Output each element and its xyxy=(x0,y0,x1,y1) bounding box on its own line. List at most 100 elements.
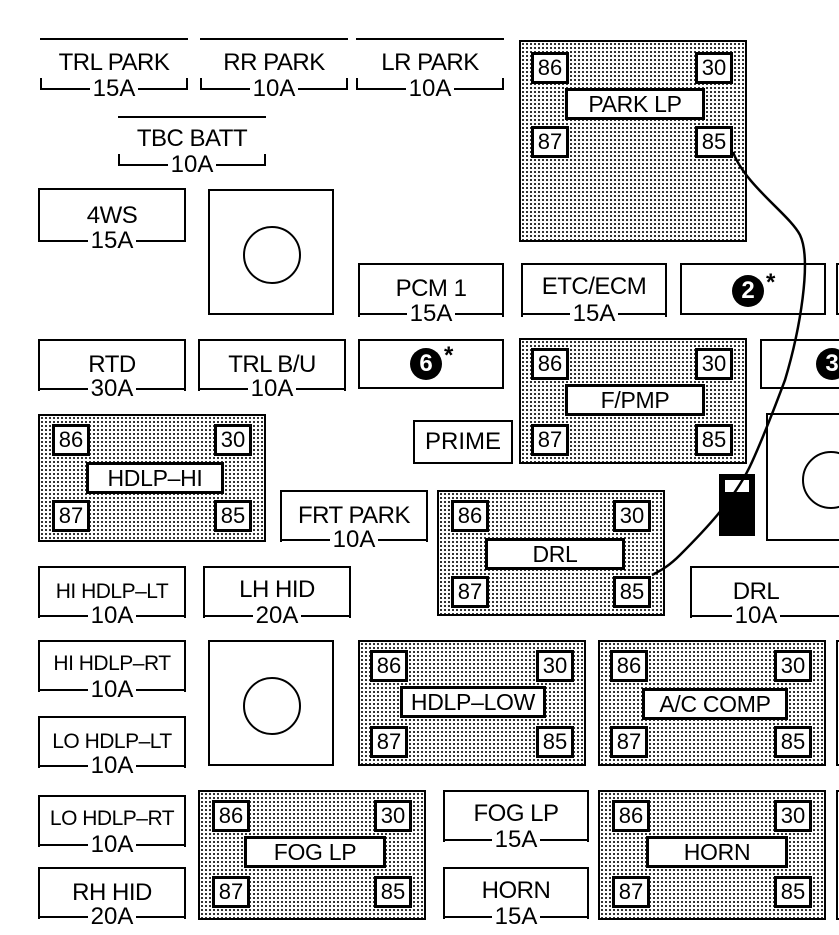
callout-3-badge: 3 xyxy=(816,348,839,380)
relay-label: PARK LP xyxy=(565,88,705,120)
relay-pin-87: 87 xyxy=(610,726,648,758)
fuse-4ws: 4WS 15A xyxy=(38,188,186,254)
diode-connector-window xyxy=(725,480,749,492)
relay-pin-86: 86 xyxy=(531,52,569,84)
relay-pin-85: 85 xyxy=(774,726,812,758)
relay-hdlp-hi: 86 30 HDLP–HI 87 85 xyxy=(38,414,266,542)
fuse-label: LH HID xyxy=(239,576,315,603)
relay-ac-comp: 86 30 A/C COMP 87 85 xyxy=(598,640,826,766)
callout-2-badge: 2 xyxy=(732,275,764,307)
fuse-etc-ecm: ETC/ECM 15A xyxy=(521,263,667,327)
relay-f-pmp: 86 30 F/PMP 87 85 xyxy=(519,338,747,464)
fuse-amperage: 10A xyxy=(329,526,379,553)
fuse-label: TBC BATT xyxy=(136,125,248,152)
relay-fog-lp: 86 30 FOG LP 87 85 xyxy=(198,790,426,920)
relay-pin-87: 87 xyxy=(212,876,250,908)
fuse-trl-park: TRL PARK 15A xyxy=(40,38,188,102)
fuse-frt-park: FRT PARK 10A xyxy=(280,490,428,553)
fuse-horn: HORN 15A xyxy=(443,867,589,930)
relay-pin-87: 87 xyxy=(451,576,489,608)
fuse-label: ETC/ECM xyxy=(541,273,647,300)
relay-label: HDLP–LOW xyxy=(400,686,546,718)
fuse-amperage: 20A xyxy=(87,903,137,930)
fuse-label: TRL PARK xyxy=(58,49,170,76)
asterisk: * xyxy=(444,342,454,369)
fuse-rtd: RTD 30A xyxy=(38,339,186,402)
relay-pin-85: 85 xyxy=(695,424,733,456)
relay-pin-86: 86 xyxy=(612,800,650,832)
fuse-amperage: 10A xyxy=(87,602,137,629)
fuse-amperage: 15A xyxy=(569,300,619,327)
fuse-label: TRL B/U xyxy=(228,351,316,378)
fuse-amperage: 15A xyxy=(406,300,456,327)
fuse-trl-bu: TRL B/U 10A xyxy=(198,339,346,402)
relay-pin-30: 30 xyxy=(774,650,812,682)
relay-pin-30: 30 xyxy=(695,348,733,380)
relay-pin-85: 85 xyxy=(774,876,812,908)
fuse-label: HORN xyxy=(481,877,551,904)
battery-stud-block xyxy=(208,189,334,315)
fuse-rr-park: RR PARK 10A xyxy=(200,38,348,102)
fuse-amperage: 10A xyxy=(731,602,781,629)
fuse-fog-lp: FOG LP 15A xyxy=(443,790,589,853)
fuse-label: RTD xyxy=(88,351,136,378)
fuse-lr-park: LR PARK 10A xyxy=(356,38,504,102)
relay-pin-30: 30 xyxy=(214,424,252,456)
relay-pin-30: 30 xyxy=(774,800,812,832)
relay-pin-30: 30 xyxy=(374,800,412,832)
relay-drl: 86 30 DRL 87 85 xyxy=(437,490,665,616)
fuse-label: 4WS xyxy=(86,202,138,229)
relay-label: DRL xyxy=(485,538,625,570)
fuse-block-edge-right xyxy=(836,263,839,315)
relay-park-lp: 86 30 PARK LP 87 85 xyxy=(519,40,747,242)
relay-pin-30: 30 xyxy=(536,650,574,682)
fuse-label: LR PARK xyxy=(381,49,479,76)
fuse-amperage: 10A xyxy=(87,831,137,858)
fuse-amperage: 10A xyxy=(249,75,299,102)
stud-circle xyxy=(802,451,839,509)
relay-pin-85: 85 xyxy=(536,726,574,758)
fuse-amperage: 15A xyxy=(89,75,139,102)
fuse-amperage: 10A xyxy=(247,375,297,402)
relay-pin-86: 86 xyxy=(451,500,489,532)
relay-pin-30: 30 xyxy=(613,500,651,532)
stud-block-right xyxy=(766,413,839,541)
relay-pin-85: 85 xyxy=(613,576,651,608)
fuse-lo-hdlp-rt: LO HDLP–RT 10A xyxy=(38,795,186,858)
relay-horn: 86 30 HORN 87 85 xyxy=(598,790,826,920)
fuse-label: DRL xyxy=(732,578,780,605)
fuse-hi-hdlp-rt: HI HDLP–RT 10A xyxy=(38,640,186,703)
relay-label: HDLP–HI xyxy=(86,462,224,494)
fuse-block-edge-right xyxy=(836,640,839,766)
relay-pin-87: 87 xyxy=(52,500,90,532)
relay-pin-85: 85 xyxy=(695,126,733,158)
stud-circle xyxy=(243,677,301,735)
stud-circle xyxy=(243,226,301,284)
fuse-amperage: 10A xyxy=(167,151,217,178)
fuse-amperage: 10A xyxy=(87,752,137,779)
fuse-label: PCM 1 xyxy=(395,275,467,302)
relay-pin-87: 87 xyxy=(531,126,569,158)
fuse-hi-hdlp-lt: HI HDLP–LT 10A xyxy=(38,566,186,629)
fuse-label: HI HDLP–RT xyxy=(53,652,171,675)
fuse-rh-hid: RH HID 20A xyxy=(38,867,186,930)
relay-pin-86: 86 xyxy=(370,650,408,682)
fuse-label: LO HDLP–RT xyxy=(49,807,175,830)
relay-pin-30: 30 xyxy=(695,52,733,84)
asterisk: * xyxy=(766,269,776,296)
relay-label: HORN xyxy=(646,836,788,868)
fuse-lo-hdlp-lt: LO HDLP–LT 10A xyxy=(38,716,186,779)
prime-terminal: PRIME xyxy=(413,420,513,464)
diode-connector xyxy=(719,474,755,536)
relay-pin-87: 87 xyxy=(370,726,408,758)
fuse-amperage: 10A xyxy=(87,676,137,703)
relay-label: FOG LP xyxy=(244,836,386,868)
fuse-label: LO HDLP–LT xyxy=(52,730,172,753)
stud-block-middle xyxy=(208,640,334,766)
relay-hdlp-low: 86 30 HDLP–LOW 87 85 xyxy=(358,640,586,766)
relay-pin-86: 86 xyxy=(212,800,250,832)
fuse-label: RH HID xyxy=(72,879,152,906)
fuse-label: RR PARK xyxy=(223,49,325,76)
fuse-label: HI HDLP–LT xyxy=(55,580,169,603)
